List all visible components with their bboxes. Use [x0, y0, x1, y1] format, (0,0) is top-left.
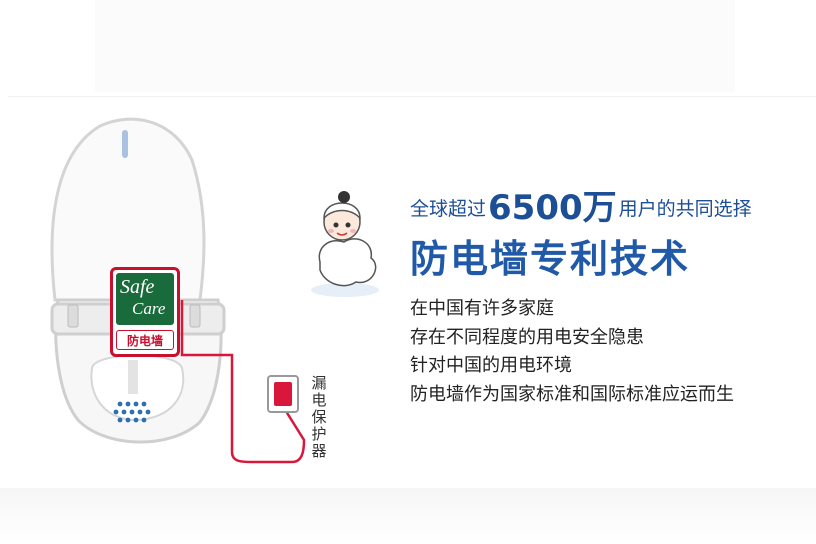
logo-badge: 防电墙: [116, 330, 174, 350]
seat-hinges: [67, 304, 201, 328]
logo-green-panel: Safe Care: [116, 273, 174, 325]
tagline: 全球超过6500万用户的共同选择: [410, 180, 752, 229]
tagline-suffix: 用户的共同选择: [618, 198, 752, 220]
bottom-shade: [0, 488, 816, 544]
safe-care-logo: Safe Care 防电墙: [110, 267, 180, 357]
logo-word-care: Care: [132, 299, 166, 318]
feature-item: 存在不同程度的用电安全隐患: [410, 326, 644, 348]
headline: 防电墙专利技术: [410, 237, 691, 281]
toilet-seat-lid: [50, 117, 206, 302]
spray-nozzle: [128, 360, 138, 394]
feature-list: 在中国有许多家庭 存在不同程度的用电安全隐患 针对中国的用电环境 防电墙作为国家…: [410, 295, 734, 409]
lid-indicator: [122, 130, 128, 158]
mascot-icon: [311, 191, 379, 297]
feature-item: 防电墙作为国家标准和国际标准应运而生: [410, 383, 734, 405]
feature-item: 在中国有许多家庭: [410, 298, 554, 319]
water-drops-icon: [113, 401, 151, 423]
logo-word-safe: Safe: [120, 276, 155, 298]
leakage-protector-icon: [267, 375, 299, 413]
user-count: 6500万: [488, 188, 617, 228]
device-label: 漏电保护器: [311, 374, 327, 460]
feature-item: 针对中国的用电环境: [410, 355, 572, 376]
tagline-prefix: 全球超过: [410, 198, 487, 220]
power-wire: [180, 300, 306, 464]
top-background-strip: [95, 0, 735, 92]
